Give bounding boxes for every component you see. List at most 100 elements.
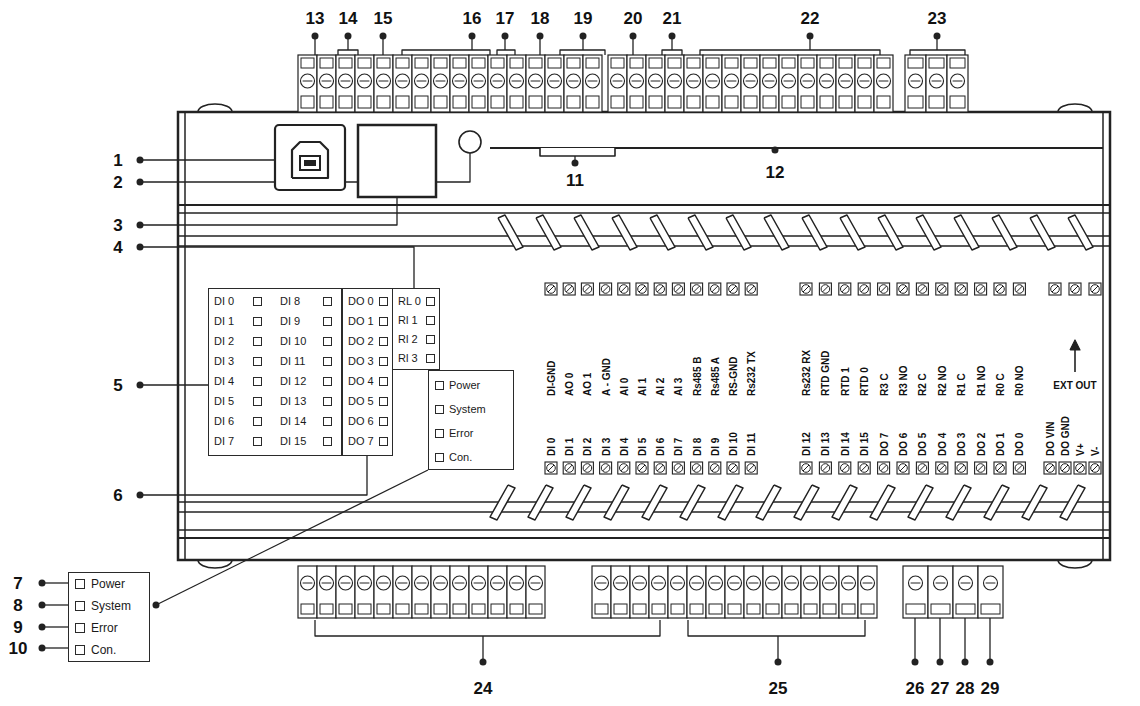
screw-terminal: [800, 283, 812, 295]
vent-slot: [642, 485, 667, 520]
screw-terminal: [881, 286, 887, 292]
screw-terminal: [803, 465, 809, 471]
terminal-screw: [597, 583, 607, 584]
callout-number: 20: [624, 10, 643, 27]
terminal-screw: [301, 576, 315, 590]
terminal: [320, 604, 333, 614]
screw-terminal: [938, 285, 947, 294]
led-indicator: [253, 417, 262, 426]
terminal-blocks: [298, 55, 1003, 618]
terminal-screw: [911, 81, 921, 82]
terminal-label: AI 2: [655, 378, 666, 396]
leader-line: [914, 618, 915, 662]
terminal-screw: [630, 74, 644, 88]
callout-number: 4: [113, 239, 122, 256]
screw-terminal: [601, 285, 610, 294]
led-indicator: [379, 397, 388, 406]
terminal: [415, 58, 428, 68]
terminal: [652, 604, 665, 614]
terminal-screw: [858, 74, 872, 88]
screw-terminal: [1072, 286, 1078, 292]
terminal: [820, 566, 839, 618]
terminal-screw: [453, 576, 467, 590]
callout-number: 18: [531, 10, 550, 27]
screw-terminal: [996, 464, 1005, 473]
terminal: [782, 566, 801, 618]
terminal: [393, 566, 412, 618]
screw-terminal: [748, 465, 754, 471]
terminal-label: DO 7: [878, 433, 889, 456]
bracket: [910, 50, 965, 55]
screw-terminal: [976, 285, 985, 294]
callout-number: 28: [956, 680, 975, 697]
screw-terminal: [1089, 283, 1101, 295]
led-indicator: [75, 645, 85, 655]
terminal: [785, 604, 798, 614]
terminal: [355, 55, 374, 112]
leader-line: [471, 36, 472, 50]
screw-terminal: [729, 285, 738, 294]
terminal: [469, 55, 488, 112]
terminal-label: DI 6: [655, 438, 666, 456]
terminal-screw: [614, 576, 628, 590]
terminal: [703, 55, 722, 112]
terminal: [396, 604, 409, 614]
screw-terminal: [819, 283, 831, 295]
terminal-label: DI 10: [728, 432, 739, 456]
led-label: DI 10: [280, 336, 306, 347]
screw-terminal: [1091, 464, 1100, 473]
terminal-screw: [725, 74, 739, 88]
terminal: [529, 96, 542, 108]
terminal: [526, 55, 545, 112]
terminal-screw: [616, 583, 626, 584]
terminal: [709, 604, 722, 614]
led-indicator: [253, 377, 262, 386]
screw-terminal: [1013, 462, 1025, 474]
vent-slot: [490, 485, 515, 520]
terminal-screw: [787, 583, 797, 584]
terminal: [415, 604, 428, 614]
terminal-label: DI 2: [582, 438, 593, 456]
terminal-screw: [651, 81, 661, 82]
led-indicator: [253, 397, 262, 406]
screw-terminal: [1047, 465, 1053, 471]
screw-terminal: [994, 462, 1006, 474]
screw-terminal: [636, 283, 648, 295]
usb-port: [275, 125, 345, 190]
leader-dot: [137, 382, 144, 389]
terminal: [586, 58, 599, 68]
screw-terminal: [975, 462, 987, 474]
led-indicator: [426, 354, 435, 363]
terminal-screw: [398, 81, 408, 82]
status-led-panel: PowerSystemErrorCon.: [428, 370, 514, 470]
leader-dot: [153, 602, 160, 609]
led-indicator: [379, 317, 388, 326]
leader-line: [42, 647, 68, 648]
screw-terminal: [712, 286, 718, 292]
vent-slot: [528, 485, 553, 520]
status-label: Error: [449, 428, 473, 439]
terminal-screw: [586, 74, 600, 88]
callout-number: 12: [766, 164, 785, 181]
screw-terminal: [709, 462, 721, 474]
led-label: DO 3: [348, 356, 374, 367]
terminal: [874, 55, 893, 112]
terminal-label: DO 4: [936, 433, 947, 456]
screw-terminal: [566, 286, 572, 292]
screw-terminal: [958, 286, 964, 292]
led-label: Rl 1: [398, 315, 418, 326]
terminal-screw: [398, 583, 408, 584]
leader-line: [582, 36, 583, 50]
screw-terminal: [727, 283, 739, 295]
bracket: [315, 620, 660, 636]
led-indicator: [435, 381, 444, 390]
terminal-screw: [863, 583, 873, 584]
vent-slot: [680, 485, 705, 520]
terminal: [858, 58, 871, 68]
terminal: [687, 566, 706, 618]
terminal-screw: [360, 583, 370, 584]
leader-line: [777, 636, 778, 662]
terminal: [801, 58, 814, 68]
led-indicator: [379, 357, 388, 366]
terminal: [529, 58, 542, 68]
